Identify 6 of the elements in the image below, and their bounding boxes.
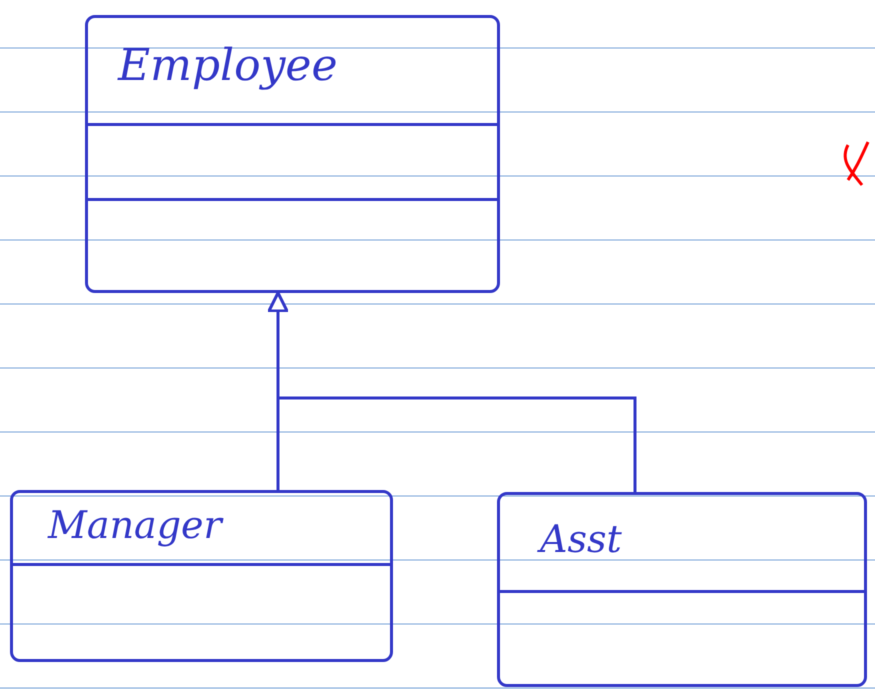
- inheritance-arrow: [268, 292, 636, 492]
- class-box: [85, 15, 500, 293]
- class-box: [497, 492, 867, 687]
- class-name: Manager: [48, 503, 222, 547]
- class-name: Employee: [118, 40, 338, 91]
- class-box: [10, 490, 393, 662]
